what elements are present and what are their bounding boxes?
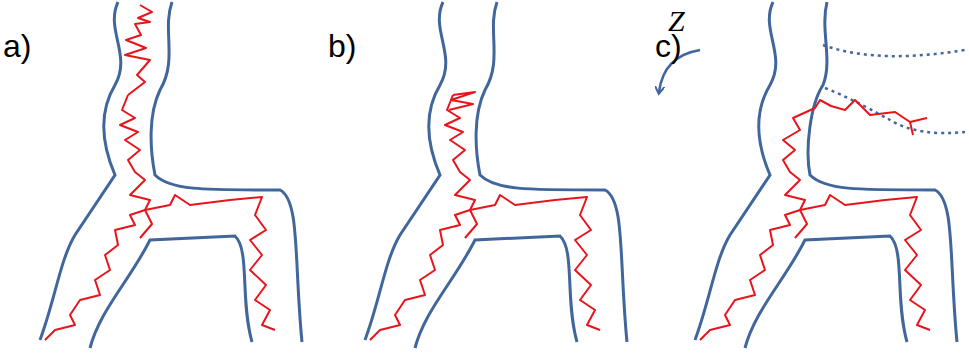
- panel-label: a): [3, 30, 31, 62]
- axis-label: Z: [668, 6, 685, 36]
- panel-label: b): [328, 30, 356, 62]
